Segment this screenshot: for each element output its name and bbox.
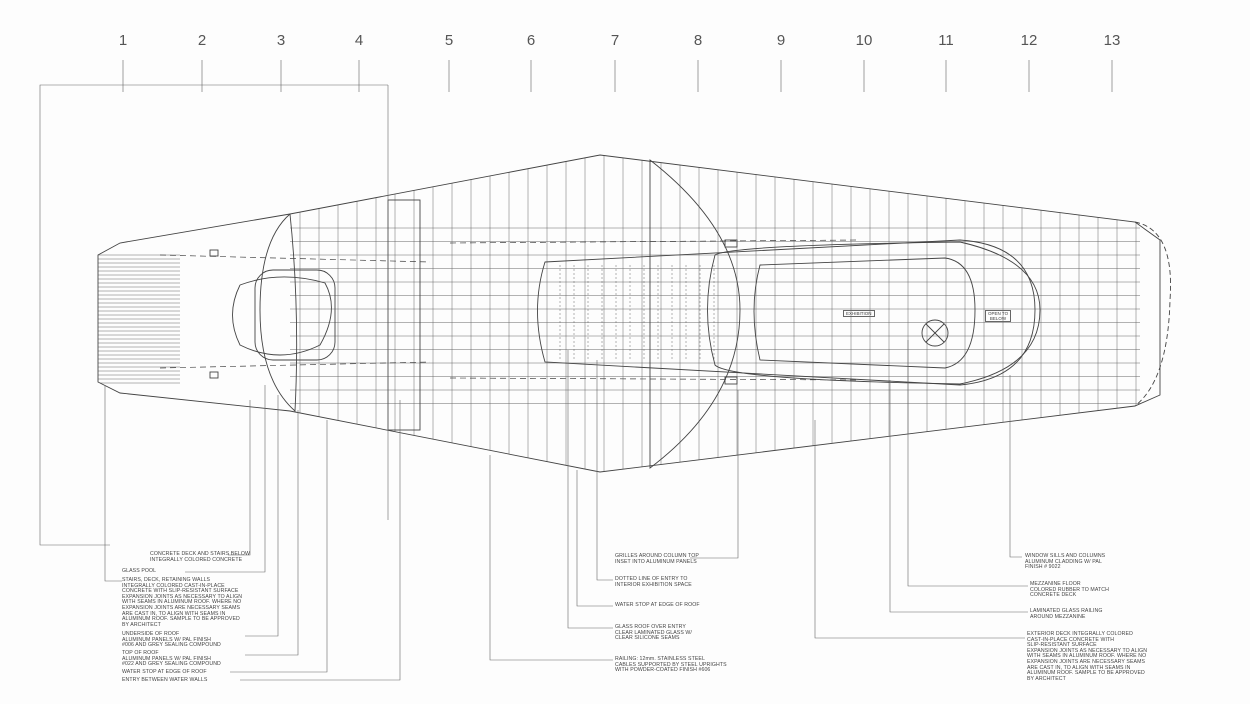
column-grid-lines <box>122 60 1113 92</box>
column-marker-12: 12 <box>1020 32 1038 49</box>
glass-pool <box>232 276 332 356</box>
entry-wing-left <box>259 213 298 412</box>
room-label-exhibition: EXHIBITION <box>843 310 875 317</box>
column-marker-7: 7 <box>610 32 620 49</box>
column-marker-2: 2 <box>197 32 207 49</box>
note-entry-water-walls: ENTRY BETWEEN WATER WALLS <box>122 677 208 683</box>
stair-block <box>254 269 336 361</box>
interior-exhibition-outline <box>537 239 1036 386</box>
note-dotted-entry: DOTTED LINE OF ENTRY TO INTERIOR EXHIBIT… <box>615 576 692 588</box>
glass-roof-over-entry <box>649 159 741 469</box>
grille-top <box>724 239 738 248</box>
note-top-roof: TOP OF ROOF ALUMINUM PANELS W/ PAL FINIS… <box>122 650 221 668</box>
column-marker-4: 4 <box>354 32 364 49</box>
column-symbol <box>921 319 949 347</box>
deck-outline-dashed <box>1134 221 1171 407</box>
light-fixture <box>209 371 219 379</box>
note-water-stop-middle: WATER STOP AT EDGE OF ROOF <box>615 602 700 608</box>
note-mezzanine-floor: MEZZANINE FLOOR COLORED RUBBER TO MATCH … <box>1030 581 1109 599</box>
note-railing: RAILING: 12mm. STAINLESS STEEL CABLES SU… <box>615 656 727 674</box>
note-glass-railing: LAMINATED GLASS RAILING AROUND MEZZANINE <box>1030 608 1103 620</box>
column-marker-8: 8 <box>693 32 703 49</box>
leader-lines <box>39 84 1028 681</box>
grille-bottom <box>724 376 738 385</box>
roof-panel-grid <box>98 155 1140 472</box>
note-water-stop-left: WATER STOP AT EDGE OF ROOF <box>122 669 207 675</box>
column-marker-10: 10 <box>855 32 873 49</box>
column-marker-1: 1 <box>118 32 128 49</box>
column-marker-11: 11 <box>938 32 954 49</box>
column-marker-3: 3 <box>276 32 286 49</box>
mezzanine <box>753 257 976 369</box>
note-concrete-deck: CONCRETE DECK AND STAIRS BELOW INTEGRALL… <box>150 551 251 563</box>
note-window-sills: WINDOW SILLS AND COLUMNS ALUMINUM CLADDI… <box>1025 553 1106 571</box>
water-wall-entry <box>387 199 421 431</box>
room-label-open-to-below: OPEN TO BELOW <box>985 310 1012 322</box>
column-marker-6: 6 <box>526 32 536 49</box>
note-glass-roof: GLASS ROOF OVER ENTRY CLEAR LAMINATED GL… <box>615 624 692 642</box>
note-exterior-deck: EXTERIOR DECK INTEGRALLY COLORED CAST-IN… <box>1027 631 1148 682</box>
note-underside-roof: UNDERSIDE OF ROOF ALUMINUM PANELS W/ PAL… <box>122 631 221 649</box>
dashed-overhang-lines <box>159 239 861 381</box>
mezzanine-railing <box>707 241 1041 385</box>
column-marker-9: 9 <box>776 32 786 49</box>
note-grilles: GRILLES AROUND COLUMN TOP INSET INTO ALU… <box>615 553 699 565</box>
column-marker-5: 5 <box>444 32 454 49</box>
note-glass-pool: GLASS POOL <box>122 568 157 574</box>
light-fixture <box>209 249 219 257</box>
column-marker-13: 13 <box>1103 32 1121 49</box>
note-stairs-deck: STAIRS, DECK, RETAINING WALLS INTEGRALLY… <box>122 577 243 628</box>
